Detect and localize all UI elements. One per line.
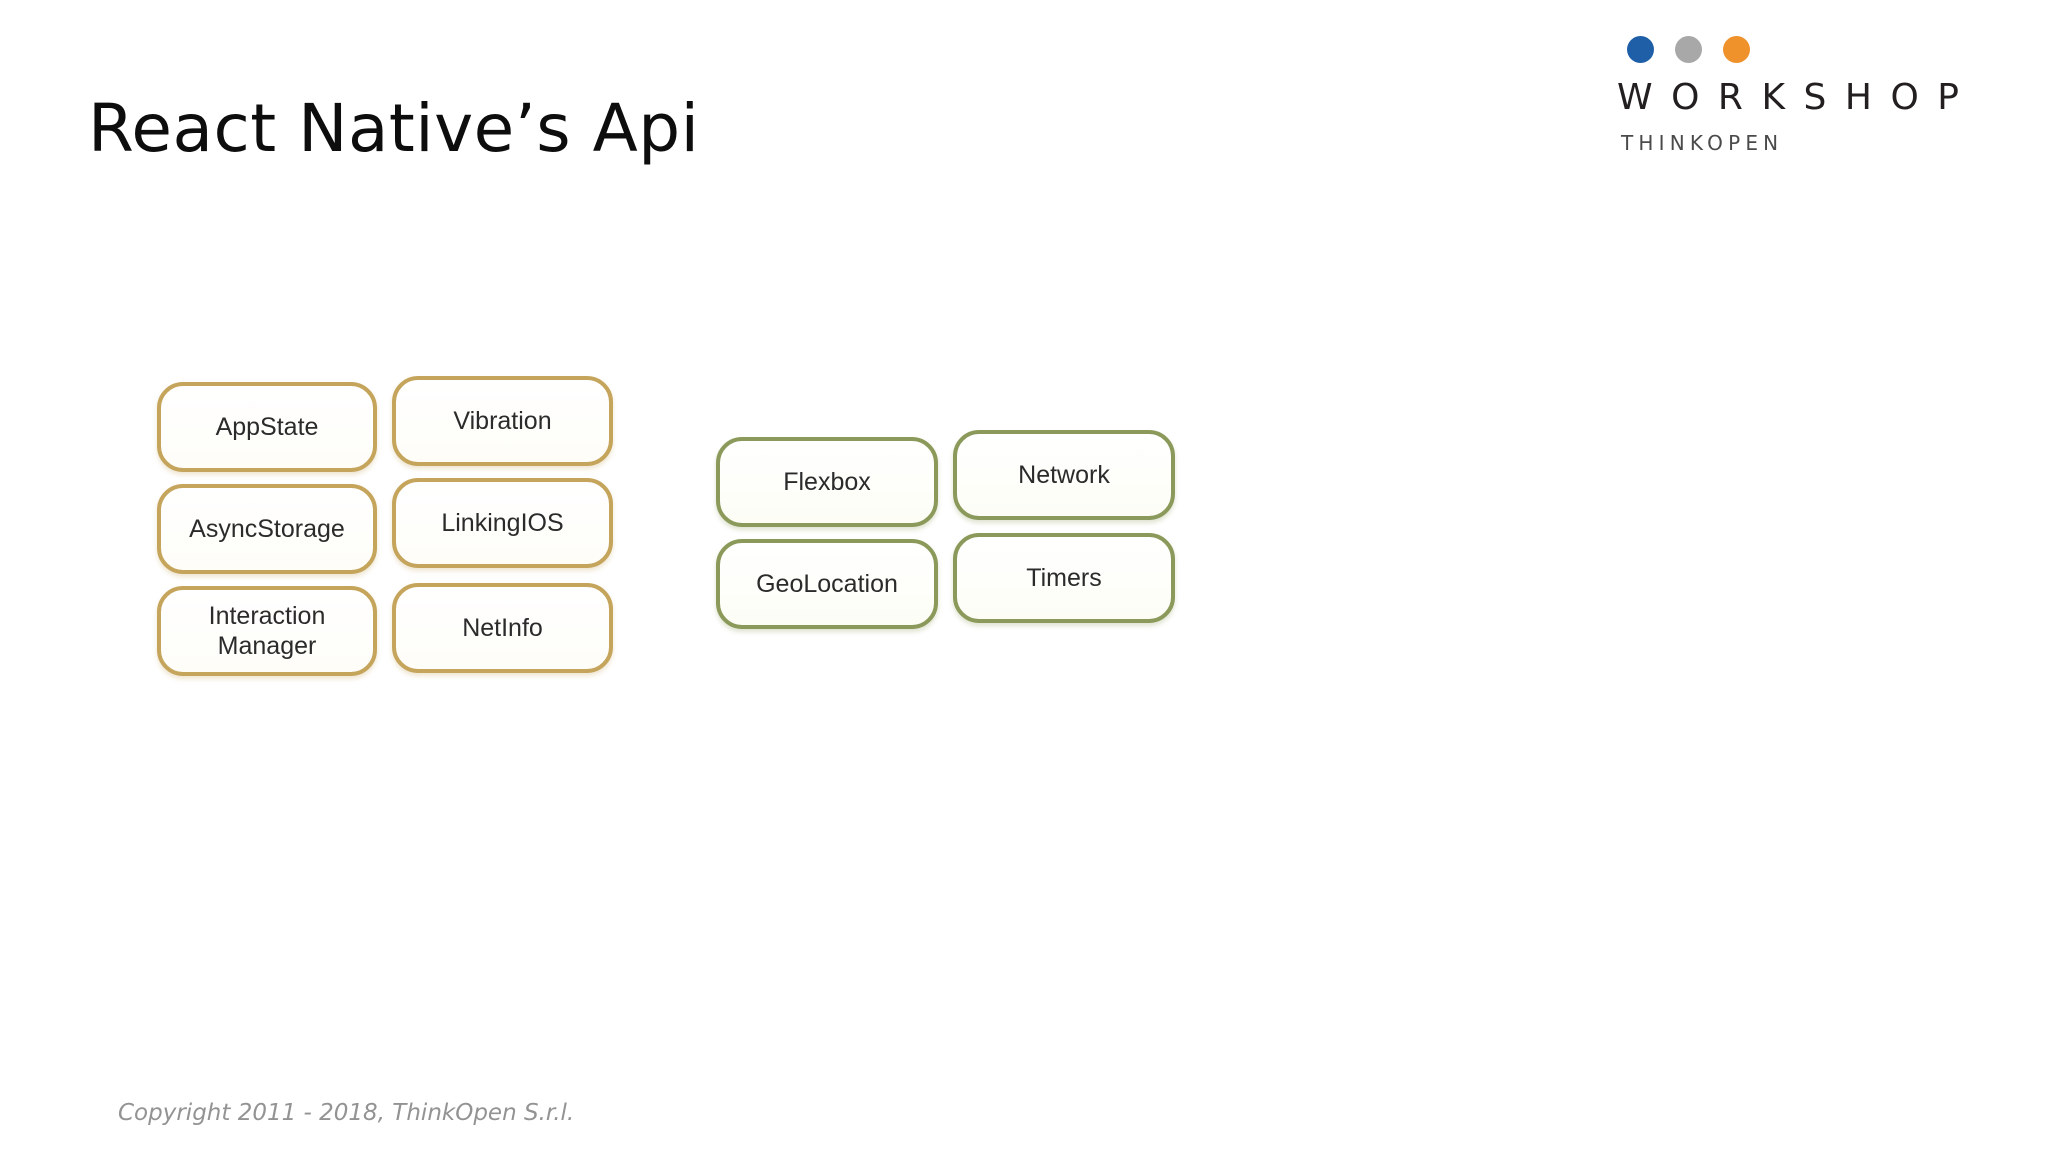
logo-dot-blue-icon [1627,36,1654,63]
api-box-vibration[interactable]: Vibration [392,376,613,466]
workshop-logo: WORKSHOP THINKOPEN [1617,36,2017,153]
api-box-linkingios[interactable]: LinkingIOS [392,478,613,568]
api-box-label: Vibration [453,406,552,435]
logo-dots-group [1627,36,2017,63]
api-box-label: LinkingIOS [441,508,564,537]
api-box-appstate[interactable]: AppState [157,382,377,472]
api-box-netinfo[interactable]: NetInfo [392,583,613,673]
logo-dot-gray-icon [1675,36,1702,63]
api-box-interaction-manager[interactable]: Interaction Manager [157,586,377,676]
api-box-label: NetInfo [462,613,543,642]
copyright-notice: Copyright 2011 - 2018, ThinkOpen S.r.l. [118,1100,575,1126]
api-box-label: Timers [1026,563,1102,592]
api-box-label: Network [1018,460,1110,489]
logo-subwordmark: THINKOPEN [1621,131,1784,155]
api-box-geolocation[interactable]: GeoLocation [716,539,938,629]
api-box-label: GeoLocation [756,569,898,598]
api-box-label: AppState [215,412,319,441]
logo-wordmark: WORKSHOP [1617,77,1978,118]
logo-dot-orange-icon [1723,36,1750,63]
page-title: React Native’s Api [88,90,700,167]
api-box-asyncstorage[interactable]: AsyncStorage [157,484,377,574]
api-box-label: Interaction Manager [208,601,326,661]
api-box-timers[interactable]: Timers [953,533,1175,623]
api-box-label: AsyncStorage [189,514,345,543]
api-box-flexbox[interactable]: Flexbox [716,437,938,527]
api-box-network[interactable]: Network [953,430,1175,520]
api-box-label: Flexbox [783,467,871,496]
